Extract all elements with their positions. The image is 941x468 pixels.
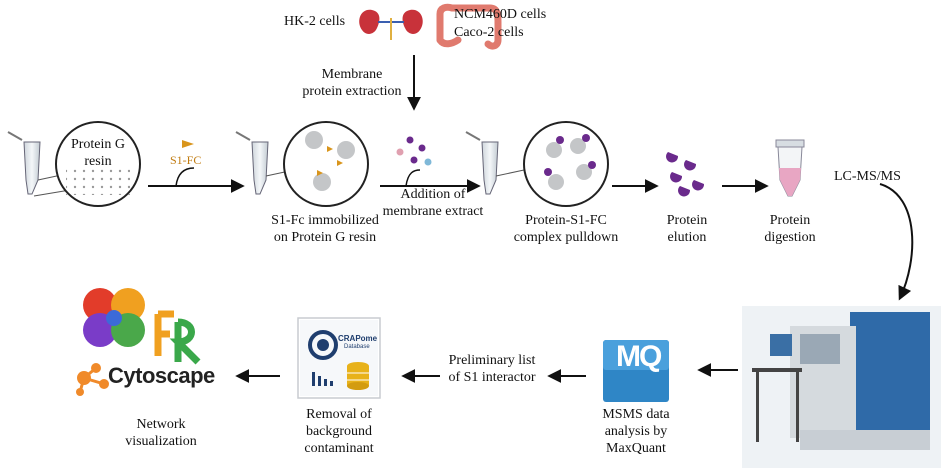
pulldown-label-line: complex pulldown bbox=[513, 230, 619, 245]
caco-label: Caco-2 cells bbox=[454, 25, 524, 40]
zoom-line bbox=[495, 169, 525, 177]
zoom-line bbox=[33, 189, 71, 197]
eluted-proteins-icon bbox=[666, 152, 705, 197]
digestion-label-line: Protein bbox=[769, 213, 811, 228]
cytoscape-logo bbox=[76, 288, 201, 396]
removal-label-line: background bbox=[305, 424, 373, 439]
crapome-logo-text: CRAPome bbox=[338, 334, 378, 343]
immobilized-circle bbox=[283, 121, 369, 207]
msms-label: MSMS data analysis by MaxQuant bbox=[586, 406, 686, 457]
tube-icon bbox=[235, 131, 269, 195]
membrane-label-line: protein extraction bbox=[302, 84, 402, 99]
immobilized-label: S1-Fc immobilized on Protein G resin bbox=[250, 212, 400, 246]
arrow-bend bbox=[175, 167, 195, 187]
cytoscape-logo-text: Cytoscape bbox=[108, 363, 215, 388]
removal-label-line: contaminant bbox=[304, 441, 374, 456]
pulldown-label: Protein-S1-FC complex pulldown bbox=[496, 212, 636, 246]
hk2-label: HK-2 cells bbox=[284, 14, 346, 29]
resin-label: Protein G resin bbox=[62, 136, 134, 170]
addition-label-line: membrane extract bbox=[382, 204, 484, 219]
addition-label-line: Addition of bbox=[400, 187, 466, 202]
mq-logo-text: MQ bbox=[616, 340, 662, 373]
removal-label: Removal of background contaminant bbox=[288, 406, 390, 457]
kidney-icon bbox=[359, 9, 423, 40]
digestion-label-line: digestion bbox=[764, 230, 816, 245]
pulldown-label-line: Protein-S1-FC bbox=[525, 213, 607, 228]
immobilized-label-line: S1-Fc immobilized bbox=[271, 213, 379, 228]
digestion-label: Protein digestion bbox=[752, 212, 828, 246]
arrow-lcms bbox=[879, 183, 914, 301]
crapome-logo bbox=[297, 317, 381, 399]
network-label-line: Network bbox=[136, 417, 186, 432]
elution-label-line: elution bbox=[667, 230, 707, 245]
tube-icon bbox=[7, 131, 41, 195]
ncm-label: NCM460D cells bbox=[454, 7, 547, 22]
resin-label-line: Protein G bbox=[70, 137, 126, 152]
tube-icon bbox=[465, 131, 499, 195]
resin-label-line: resin bbox=[84, 154, 112, 169]
msms-label-line: MaxQuant bbox=[606, 441, 666, 456]
s1fc-tag-label: S1-FC bbox=[170, 153, 202, 167]
s1fc-tag-icon bbox=[182, 140, 194, 148]
addition-label: Addition of membrane extract bbox=[374, 186, 492, 220]
preliminary-label-line: of S1 interactor bbox=[448, 370, 536, 385]
msms-label-line: analysis by bbox=[604, 424, 668, 439]
elution-label-line: Protein bbox=[666, 213, 708, 228]
lcms-label: LC-MS/MS bbox=[834, 169, 901, 184]
crapome-logo-sub: Database bbox=[344, 344, 370, 350]
arrow-bend bbox=[405, 169, 421, 187]
membrane-proteins-icon bbox=[396, 136, 432, 166]
preliminary-label: Preliminary list of S1 interactor bbox=[432, 352, 552, 386]
digestion-tube-icon bbox=[775, 139, 805, 197]
membrane-label-line: Membrane bbox=[321, 67, 383, 82]
immobilized-label-line: on Protein G resin bbox=[273, 230, 377, 245]
maxquant-logo bbox=[603, 340, 669, 402]
mass-spectrometer-image bbox=[742, 306, 941, 468]
removal-label-line: Removal of bbox=[306, 407, 372, 422]
preliminary-label-line: Preliminary list bbox=[448, 353, 536, 368]
msms-label-line: MSMS data bbox=[602, 407, 670, 422]
elution-label: Protein elution bbox=[652, 212, 722, 246]
colon-icon bbox=[436, 3, 502, 50]
network-label: Network visualization bbox=[116, 416, 206, 450]
network-label-line: visualization bbox=[125, 434, 197, 449]
resin-circle bbox=[55, 121, 141, 207]
pulldown-circle bbox=[523, 121, 609, 207]
membrane-label: Membrane protein extraction bbox=[296, 66, 408, 100]
